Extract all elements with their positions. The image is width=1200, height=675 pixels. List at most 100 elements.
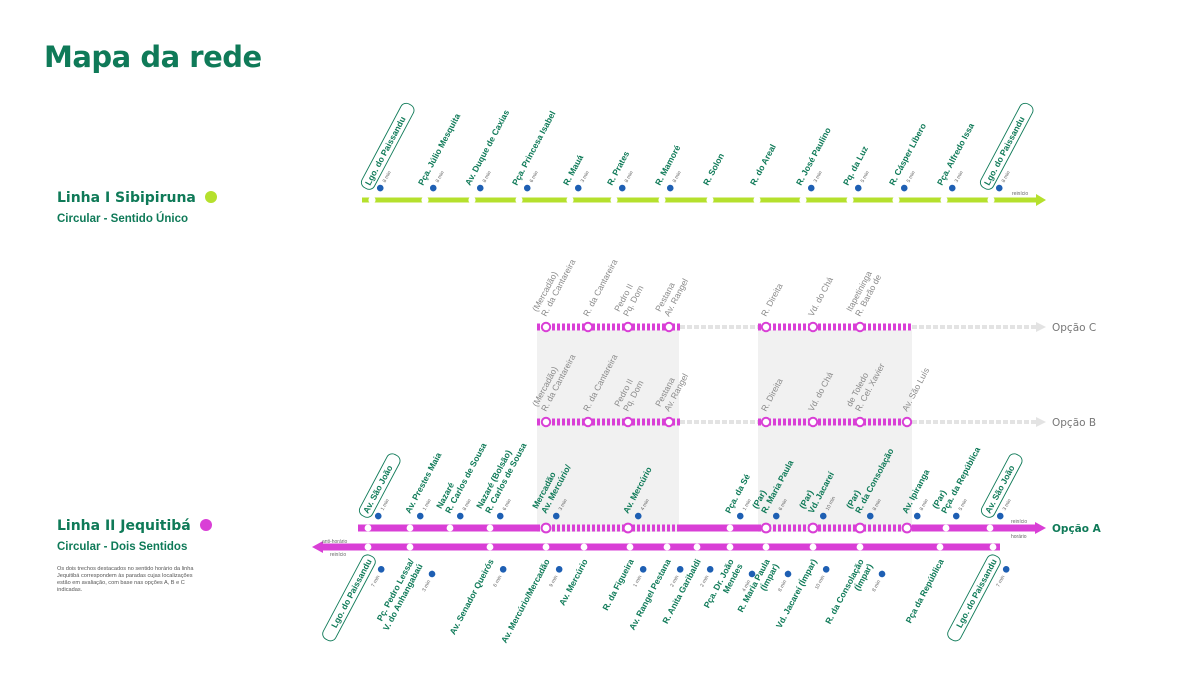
line1-name: Linha I Sibipiruna bbox=[57, 190, 217, 206]
bus-icon bbox=[618, 184, 626, 192]
line2-bottom-stop-label: Av. Mercúrio bbox=[557, 557, 590, 607]
line1-subtitle: Circular - Sentido Único bbox=[57, 213, 188, 225]
walk-time: 8 min bbox=[672, 170, 683, 184]
line2-top-stop-label-time: 5 min bbox=[952, 498, 969, 520]
walk-time: 1 min bbox=[632, 574, 643, 588]
optionb-stop bbox=[760, 416, 772, 428]
line2-bottom-stop bbox=[626, 543, 634, 551]
bus-icon bbox=[374, 512, 382, 520]
bus-icon bbox=[995, 184, 1003, 192]
option-c-label: Opção C bbox=[1052, 322, 1096, 334]
walk-time: 1 min bbox=[422, 498, 433, 512]
line2-top-stop bbox=[406, 524, 414, 532]
line1-stop bbox=[421, 196, 429, 204]
line2-bottom-stop-text: Lgo. do Paissandu bbox=[954, 557, 999, 629]
line2-bottom-stop-label: Vd. Jacareí (Ímpar)10 min bbox=[774, 557, 830, 630]
optionc-stop bbox=[540, 321, 552, 333]
line1-stop-label-time: 8 min bbox=[995, 170, 1012, 192]
line2-top-stop-label-text: Av. São João bbox=[361, 463, 395, 515]
line2-top-stop bbox=[760, 522, 772, 534]
line2-top-stop-label-time: 1 min bbox=[374, 498, 391, 520]
bus-icon bbox=[416, 512, 424, 520]
bus-icon bbox=[748, 570, 756, 578]
optionc-stop-label-text: Vd. do Chá bbox=[806, 275, 835, 318]
bus-icon bbox=[866, 512, 874, 520]
line1-stop-label-time: 6 min bbox=[523, 170, 540, 192]
line2-top-stop bbox=[901, 522, 913, 534]
line1-restart-label: reinício bbox=[1012, 191, 1028, 197]
bus-icon bbox=[574, 184, 582, 192]
line2-bottom-stop bbox=[580, 543, 588, 551]
line2-top-stop-label-time: 3 min bbox=[996, 498, 1013, 520]
walk-time: 6 min bbox=[529, 170, 540, 184]
line1-stop bbox=[610, 196, 618, 204]
walk-time: 7 min bbox=[370, 574, 381, 588]
line2-top-stop-label-box bbox=[980, 453, 1023, 518]
line2-top-stop-label-time: 8 min bbox=[456, 498, 473, 520]
line2-bottom-stop-label: Pça da República bbox=[904, 557, 946, 625]
bus-icon bbox=[854, 184, 862, 192]
line1-arrow-icon bbox=[1036, 194, 1046, 206]
line1-stop bbox=[468, 196, 476, 204]
line2-top-stop bbox=[942, 524, 950, 532]
line2-top-stop bbox=[486, 524, 494, 532]
walk-time: 3 min bbox=[954, 170, 965, 184]
walk-time: 8 min bbox=[435, 170, 446, 184]
line1-color-dot-icon bbox=[204, 191, 217, 203]
bus-icon bbox=[666, 184, 674, 192]
walk-time: 9 min bbox=[548, 574, 559, 588]
line2-restart-label: reinício bbox=[1011, 519, 1027, 525]
line1-stop-label-box bbox=[360, 102, 415, 190]
walk-time: 10 min bbox=[814, 574, 826, 590]
walk-time: 8 min bbox=[382, 170, 393, 184]
optionc-stop bbox=[663, 321, 675, 333]
line1-stop bbox=[706, 196, 714, 204]
optionc-stop-label-text: R. Direita bbox=[759, 281, 785, 318]
bus-icon bbox=[913, 512, 921, 520]
line2-name: Linha II Jequitibá bbox=[57, 518, 212, 534]
bus-icon bbox=[948, 184, 956, 192]
line2-top-stop bbox=[364, 524, 372, 532]
line1-stop-label-time: 8 min bbox=[376, 170, 393, 192]
walk-time: 8 min bbox=[1001, 170, 1012, 184]
line2-bottom-stop-text: Lgo. do Paissandu bbox=[329, 557, 374, 629]
line2-bottom-stop bbox=[856, 543, 864, 551]
walk-time: 4 min bbox=[640, 498, 651, 512]
line1-stop-label-time: 3 min bbox=[574, 170, 591, 192]
optionb-stop bbox=[901, 416, 913, 428]
bus-icon bbox=[376, 184, 384, 192]
bus-icon bbox=[429, 184, 437, 192]
line2-top-stop bbox=[540, 522, 552, 534]
walk-time: 8 min bbox=[872, 498, 883, 512]
optionc-stop bbox=[622, 321, 634, 333]
line1-stop-label-time: 3 min bbox=[807, 170, 824, 192]
bus-icon bbox=[428, 570, 436, 578]
line2-bottom-stop bbox=[406, 543, 414, 551]
page-title: Mapa da rede bbox=[44, 40, 262, 74]
option-b-label: Opção B bbox=[1052, 417, 1096, 429]
line2-clockwise-label: horário bbox=[1011, 534, 1027, 540]
bus-icon bbox=[377, 565, 385, 573]
walk-time: 3 min bbox=[1002, 498, 1013, 512]
optionc-stop-label: R. Direita bbox=[759, 281, 785, 318]
bus-icon bbox=[784, 570, 792, 578]
walk-time: 8 min bbox=[777, 579, 788, 593]
bus-icon bbox=[952, 512, 960, 520]
line1-stop-label-time: 8 min bbox=[429, 170, 446, 192]
bus-icon bbox=[476, 184, 484, 192]
line2-bottom-stop-box bbox=[322, 554, 376, 642]
line1-stop bbox=[515, 196, 523, 204]
line2-bottom-stop bbox=[936, 543, 944, 551]
line1-stop bbox=[892, 196, 900, 204]
bus-icon bbox=[706, 565, 714, 573]
line2-bottom-stop-text: Av. Senador Queirós bbox=[447, 557, 495, 636]
